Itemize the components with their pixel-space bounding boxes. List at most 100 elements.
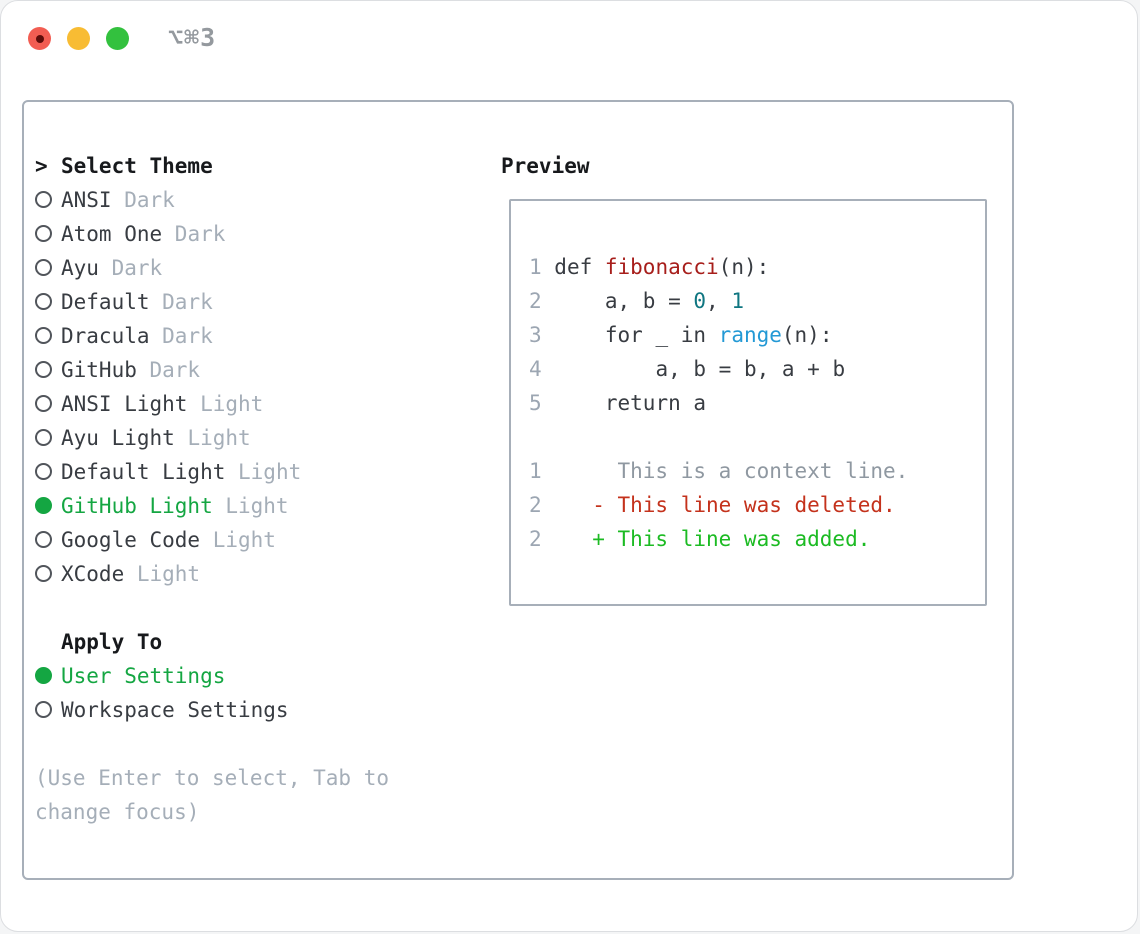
code-line: 4 a, b = b, a + b xyxy=(529,352,985,386)
theme-variant: Dark xyxy=(149,324,213,348)
spacer xyxy=(35,727,495,761)
code-token-builtin: range xyxy=(718,323,782,347)
radio-cell xyxy=(35,693,61,727)
zoom-button[interactable] xyxy=(106,27,129,50)
theme-option-xcode[interactable]: XCode Light xyxy=(35,557,495,591)
radio-cell xyxy=(35,217,61,251)
radio-cell xyxy=(35,251,61,285)
theme-name: Dracula xyxy=(61,324,150,348)
spacer xyxy=(35,591,495,625)
radio-icon xyxy=(35,429,52,446)
theme-name: Default Light xyxy=(61,460,226,484)
radio-icon xyxy=(35,361,52,378)
radio-cell xyxy=(35,387,61,421)
theme-variant: Light xyxy=(225,460,302,484)
diff-line-deleted: 2 - This line was deleted. xyxy=(529,488,985,522)
code-token-code: (n): xyxy=(718,255,770,279)
theme-variant: Dark xyxy=(136,358,201,382)
theme-variant: Dark xyxy=(162,222,226,246)
help-text-line-1: (Use Enter to select, Tab to xyxy=(35,766,390,790)
diff-text: - This line was deleted. xyxy=(592,493,896,517)
radio-selected-icon xyxy=(35,497,52,514)
theme-variant: Dark xyxy=(149,290,213,314)
radio-cell xyxy=(35,319,61,353)
radio-selected-icon xyxy=(35,667,52,684)
code-token-num: 0 xyxy=(693,289,707,313)
theme-option-google-code[interactable]: Google Code Light xyxy=(35,523,495,557)
code-line: 5 return a xyxy=(529,386,985,420)
theme-variant: Light xyxy=(187,392,264,416)
cursor-arrow-icon: > xyxy=(35,154,48,178)
theme-name: Atom One xyxy=(61,222,163,246)
code-token-code: a, b = xyxy=(554,289,694,313)
diff-text: This is a context line. xyxy=(592,459,909,483)
radio-cell xyxy=(35,523,61,557)
theme-name: ANSI xyxy=(61,188,112,212)
radio-icon xyxy=(35,701,52,718)
radio-cell xyxy=(35,557,61,591)
apply-option-user-settings[interactable]: User Settings xyxy=(35,659,495,693)
theme-name: Default xyxy=(61,290,150,314)
diff-line-context: 1 This is a context line. xyxy=(529,454,985,488)
unsaved-indicator-dot-icon xyxy=(35,34,44,43)
select-theme-header: > Select Theme xyxy=(35,149,495,183)
line-number: 5 xyxy=(529,391,555,415)
radio-cell xyxy=(35,489,61,523)
theme-variant: Light xyxy=(200,528,276,552)
theme-option-dracula[interactable]: Dracula Dark xyxy=(35,319,495,353)
code-token-code: def xyxy=(554,255,605,279)
line-number: 2 xyxy=(529,527,593,551)
theme-option-default-light[interactable]: Default Light Light xyxy=(35,455,495,489)
close-button[interactable] xyxy=(28,27,51,50)
theme-name: Google Code xyxy=(61,528,201,552)
theme-option-ayu[interactable]: Ayu Dark xyxy=(35,251,495,285)
line-number: 2 xyxy=(529,289,555,313)
code-token-code: for _ in xyxy=(554,323,719,347)
radio-cell xyxy=(35,183,61,217)
line-number: 1 xyxy=(529,459,593,483)
theme-option-atom-one[interactable]: Atom One Dark xyxy=(35,217,495,251)
line-number: 1 xyxy=(529,255,555,279)
theme-option-github-light[interactable]: GitHub Light Light xyxy=(35,489,495,523)
window-shortcut-label: ⌥⌘3 xyxy=(168,23,217,52)
apply-to-title: Apply To xyxy=(61,630,163,654)
apply-option-name: User Settings xyxy=(61,664,226,688)
minimize-button[interactable] xyxy=(67,27,90,50)
theme-variant: Dark xyxy=(111,188,175,212)
theme-option-ansi-light[interactable]: ANSI Light Light xyxy=(35,387,495,421)
theme-name: Ayu xyxy=(61,256,99,280)
radio-cell xyxy=(35,285,61,319)
theme-variant: Light xyxy=(212,494,289,518)
code-line: 1 def fibonacci(n): xyxy=(529,250,985,284)
radio-icon xyxy=(35,395,52,412)
radio-icon xyxy=(35,191,52,208)
theme-name: GitHub xyxy=(61,358,137,382)
theme-variant: Light xyxy=(174,426,251,450)
radio-icon xyxy=(35,259,52,276)
line-number: 3 xyxy=(529,323,555,347)
theme-option-github[interactable]: GitHub Dark xyxy=(35,353,495,387)
code-token-func: fibonacci xyxy=(604,255,719,279)
theme-option-ayu-light[interactable]: Ayu Light Light xyxy=(35,421,495,455)
titlebar: ⌥⌘3 xyxy=(1,1,1137,75)
spacer xyxy=(529,420,985,454)
radio-icon xyxy=(35,327,52,344)
diff-text: + This line was added. xyxy=(592,527,871,551)
apply-option-workspace-settings[interactable]: Workspace Settings xyxy=(35,693,495,727)
code-token-num: 1 xyxy=(731,289,744,313)
code-token-code: , xyxy=(706,289,732,313)
select-theme-title: Select Theme xyxy=(61,154,213,178)
diff-line-added: 2 + This line was added. xyxy=(529,522,985,556)
radio-icon xyxy=(35,293,52,310)
line-number: 2 xyxy=(529,493,593,517)
code-token-code: (n): xyxy=(781,323,833,347)
radio-cell xyxy=(35,455,61,489)
radio-icon xyxy=(35,463,52,480)
theme-option-default[interactable]: Default Dark xyxy=(35,285,495,319)
preview-header: Preview xyxy=(501,154,590,178)
theme-option-ansi[interactable]: ANSI Dark xyxy=(35,183,495,217)
radio-icon xyxy=(35,225,52,242)
apply-to-header: Apply To xyxy=(35,625,495,659)
